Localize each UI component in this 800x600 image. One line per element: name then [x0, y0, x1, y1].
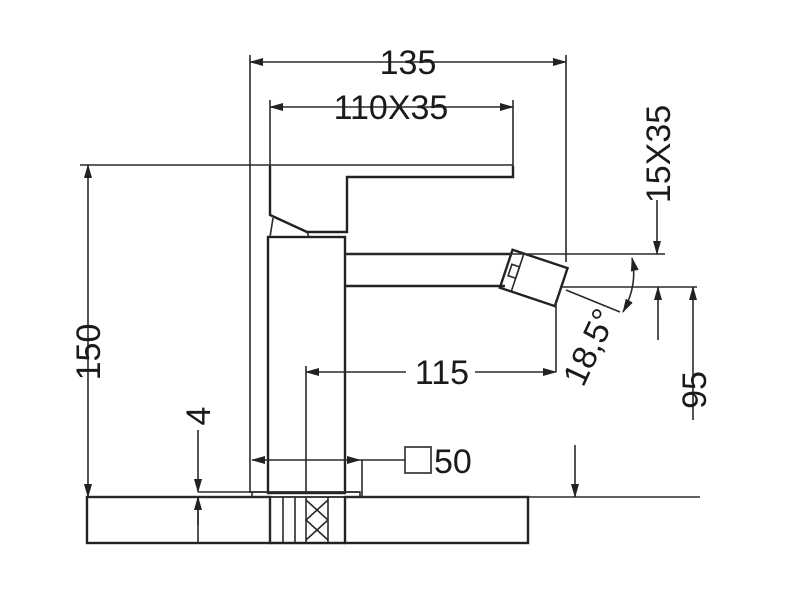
dim-spout-section: 15X35	[640, 105, 678, 203]
dim-base-size: 50	[434, 443, 472, 481]
dim-nozzle-angle: 18,5°	[556, 303, 624, 391]
dim-spout-reach: 115	[415, 354, 469, 392]
square-symbol-icon	[404, 446, 432, 474]
dimension-lines	[80, 55, 697, 525]
dim-spout-height: 95	[676, 371, 714, 409]
countertop-section	[85, 495, 700, 545]
bidet-nozzle	[498, 248, 570, 308]
dim-base-thickness: 4	[180, 407, 218, 426]
dim-lever-size: 110X35	[334, 89, 449, 127]
dim-height: 150	[70, 324, 108, 381]
dim-overall-width: 135	[380, 44, 437, 82]
